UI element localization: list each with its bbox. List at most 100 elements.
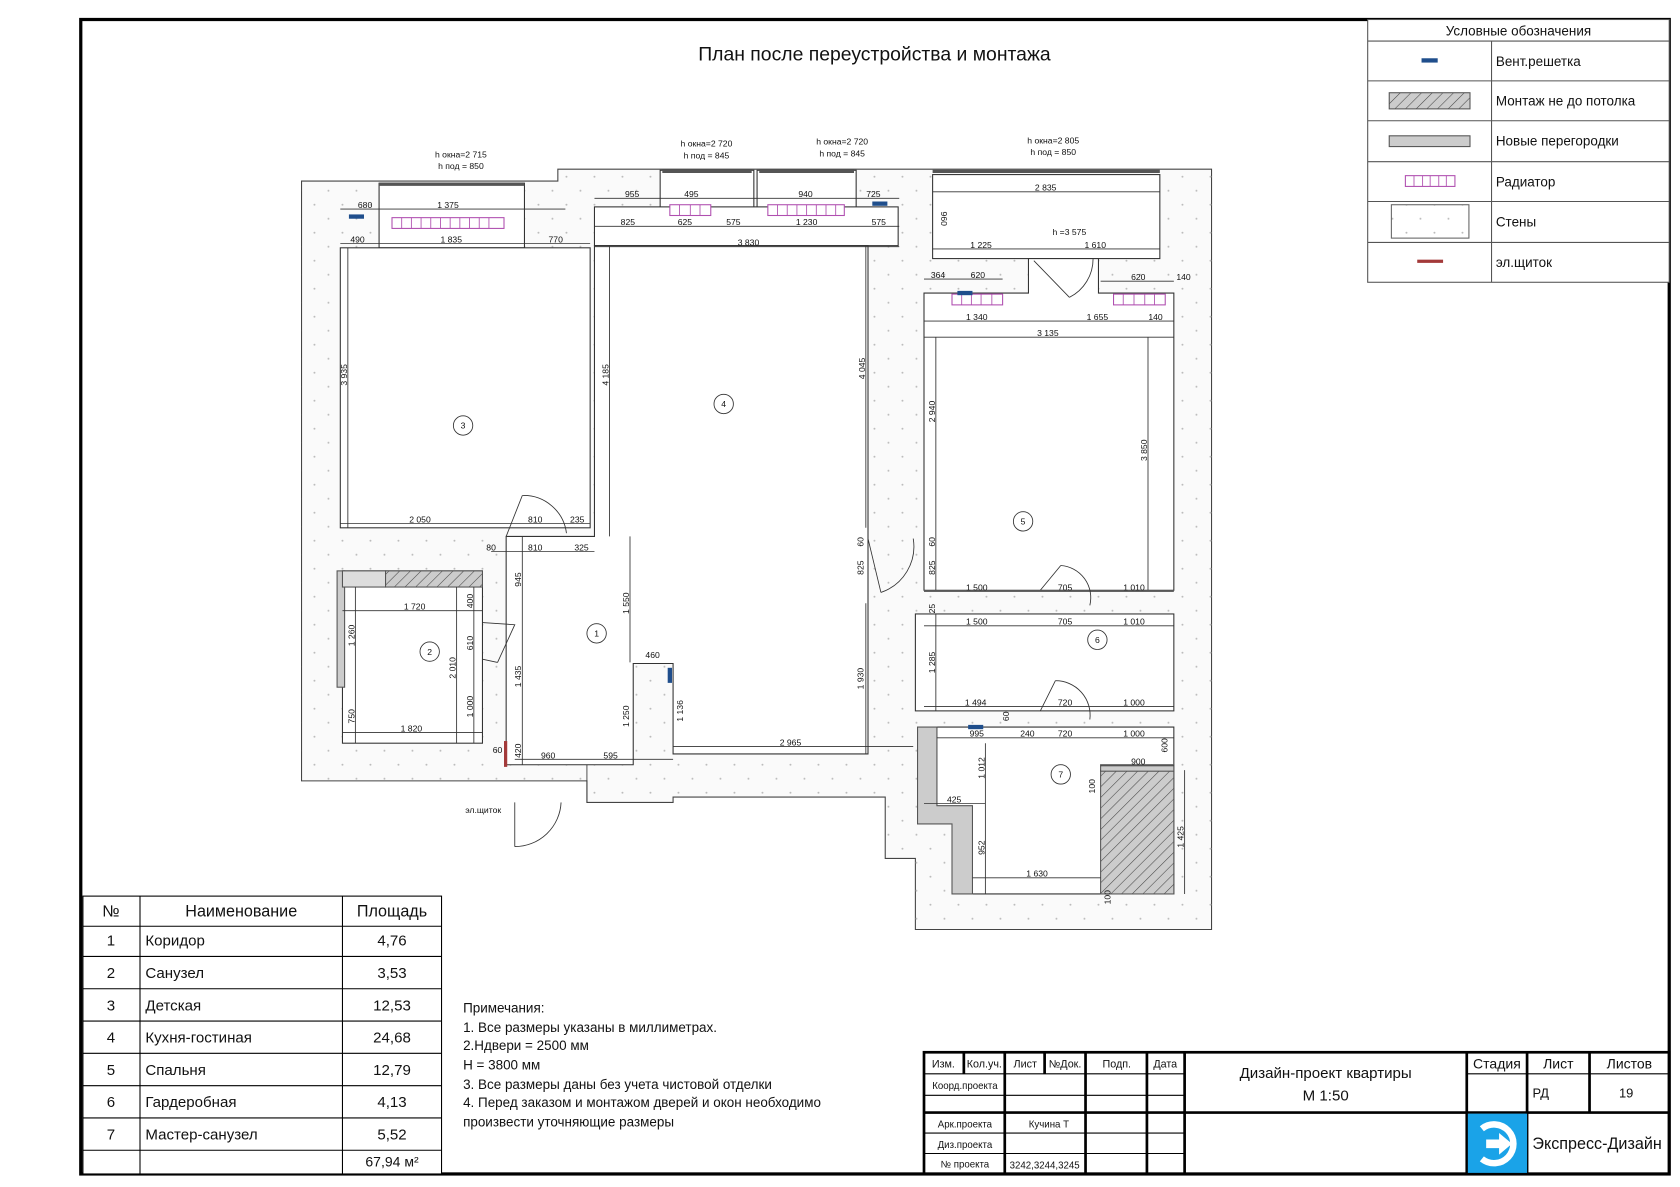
label: h окна=2 720 — [681, 139, 733, 149]
project-number: 3242,3244,3245 — [1010, 1161, 1080, 1172]
label: H = 3800 мм — [463, 1058, 540, 1073]
label: 420 — [513, 743, 523, 758]
label: № проекта — [941, 1160, 990, 1171]
label: 1 285 — [927, 651, 937, 673]
label: 1 010 — [1123, 617, 1145, 627]
door-swing — [867, 538, 915, 593]
label: 2 050 — [409, 514, 431, 524]
scale: М 1:50 — [1303, 1088, 1349, 1105]
label: 1 136 — [675, 700, 685, 722]
radiator-icon — [1112, 293, 1166, 306]
label: Кухня-гостиная — [145, 1030, 252, 1047]
label: 2 940 — [927, 401, 937, 423]
partial-height-partition — [1100, 769, 1175, 895]
label: 595 — [603, 750, 618, 760]
label: Примечания: — [463, 1000, 544, 1015]
label: 705 — [1058, 617, 1073, 627]
legend-label: Стены — [1496, 214, 1536, 229]
radiator-icon — [767, 204, 845, 217]
company-logo — [1467, 1113, 1528, 1173]
sheets-value: 19 — [1619, 1086, 1633, 1101]
radiator-icon — [669, 204, 712, 217]
label: 60 — [927, 537, 937, 547]
electrical-panel-icon — [504, 741, 508, 767]
label: 825 — [856, 560, 866, 575]
label: h =3 575 — [1053, 227, 1087, 237]
label: 3 830 — [738, 238, 760, 248]
label: 960 — [939, 212, 949, 227]
label: 1 — [107, 933, 115, 950]
partial-height-hatch-icon — [1388, 92, 1471, 110]
door-swing — [1039, 680, 1091, 720]
label: 810 — [528, 542, 543, 552]
legend-label: Радиатор — [1496, 174, 1556, 189]
label: 1 500 — [966, 582, 988, 592]
label: 240 — [1020, 729, 1035, 739]
label: 2 — [107, 965, 115, 982]
label: 725 — [866, 189, 881, 199]
label: 140 — [1148, 312, 1163, 322]
label: 4 185 — [600, 364, 610, 386]
label: Арк.проекта — [938, 1120, 993, 1131]
author-name: Кучина Т — [1029, 1120, 1069, 1131]
label: 25 — [927, 604, 937, 614]
label: 1 655 — [1087, 312, 1109, 322]
legend-label: Новые перегородки — [1496, 134, 1619, 149]
label: 60 — [856, 537, 866, 547]
project-title: Дизайн-проект квартиры — [1240, 1065, 1412, 1082]
label: Санузел — [145, 965, 204, 982]
radiator-icon — [951, 293, 1004, 306]
label: 2.Hдвери = 2500 мм — [463, 1038, 589, 1053]
room-label-3: 3 — [452, 415, 474, 436]
label: 1. Все размеры указаны в миллиметрах. — [463, 1020, 717, 1035]
label: 575 — [726, 217, 741, 227]
label: 2 — [427, 647, 432, 657]
label: 1 630 — [1026, 869, 1048, 879]
label: 4 — [107, 1030, 115, 1047]
sheet-frame — [79, 17, 1671, 1176]
label: 4,76 — [377, 933, 406, 950]
door-swing — [482, 622, 516, 663]
vent-grille-icon — [348, 214, 364, 219]
room-3-area — [339, 247, 591, 529]
label: 80 — [486, 542, 496, 552]
table-header: Наименование — [185, 903, 297, 921]
label: 1 012 — [976, 757, 986, 779]
label: 2 835 — [1035, 183, 1057, 193]
label: 995 — [970, 729, 985, 739]
label: 1 494 — [965, 698, 987, 708]
label: 6 — [107, 1094, 115, 1111]
stage-value: РД — [1532, 1086, 1549, 1101]
total-area: 67,94 м² — [365, 1153, 419, 1169]
label: Лист — [1543, 1055, 1574, 1071]
label: 770 — [549, 234, 564, 244]
room-label-2: 2 — [419, 641, 440, 662]
label: 610 — [465, 636, 475, 651]
dimension-lines — [340, 191, 1186, 894]
label: 952 — [976, 840, 986, 855]
label: 140 — [1176, 272, 1191, 282]
label: 3 850 — [1139, 439, 1149, 461]
room-6-area — [914, 613, 1175, 712]
label: 1 010 — [1123, 582, 1145, 592]
window-niche — [378, 182, 525, 249]
radiator-icon — [1404, 175, 1456, 187]
label: 1 375 — [437, 200, 459, 210]
partial-height-partition — [385, 570, 483, 588]
label: Коорд.проекта — [932, 1081, 998, 1092]
label: 3 135 — [1037, 328, 1059, 338]
legend-header: Условные обозначения — [1446, 24, 1591, 39]
label: 1 610 — [1084, 240, 1106, 250]
label: 1 425 — [1176, 826, 1186, 848]
label: 1 820 — [401, 723, 423, 733]
label: 5 — [107, 1062, 115, 1079]
table-header: Площадь — [357, 903, 427, 921]
label: №Док. — [1049, 1058, 1082, 1070]
label: h окна=2 720 — [816, 136, 868, 146]
label: 100 — [1087, 779, 1097, 794]
label: Спальня — [145, 1062, 206, 1079]
